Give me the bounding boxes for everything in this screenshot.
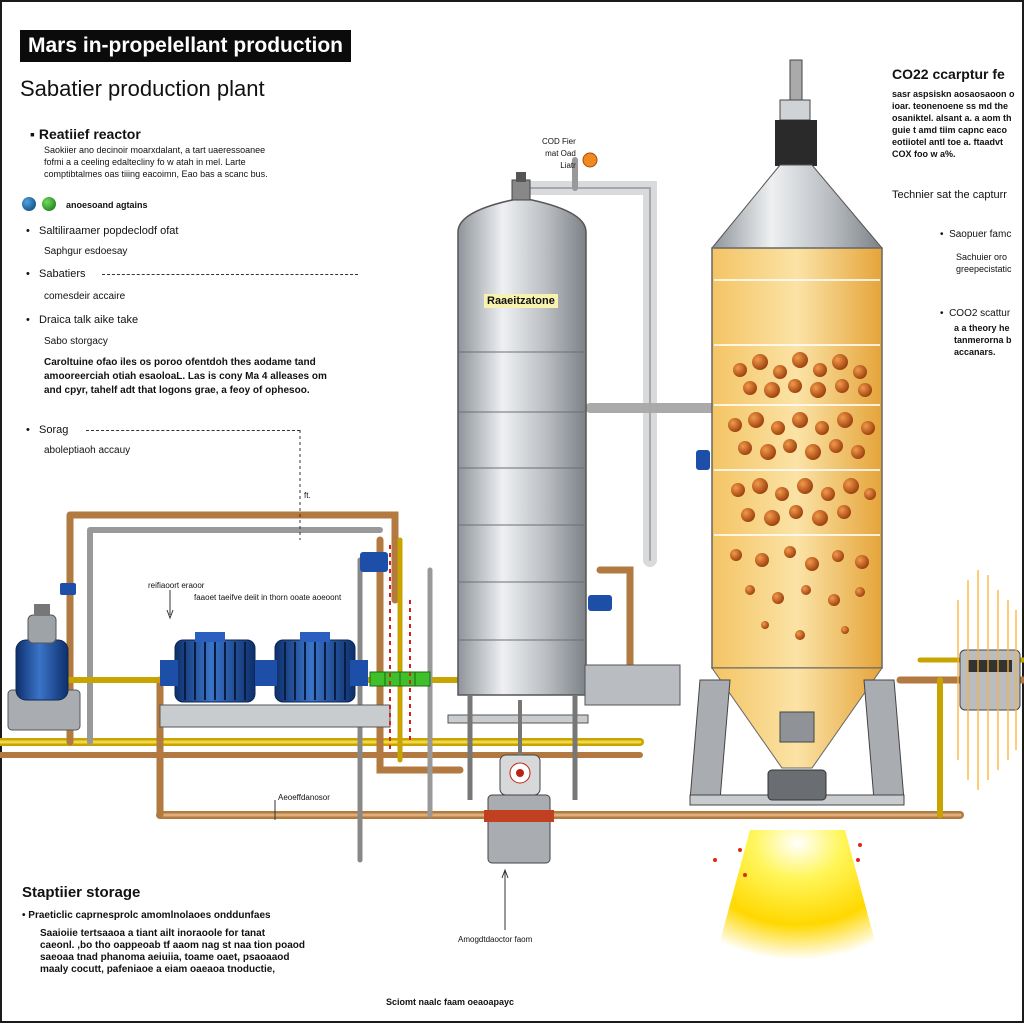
heat-glow-icon (957, 570, 1017, 790)
reactor-bullet-2: Saphgur esdoesay (44, 246, 128, 257)
green-valve-icon (369, 671, 431, 687)
page-title: Mars in-propelellant production (20, 30, 352, 62)
tank-label: Raaeitzatone (484, 294, 558, 308)
absorption-label: aboleptiaoh accauy (44, 445, 131, 456)
arrow-label: ft. (304, 491, 311, 500)
co2-heading: CO22 ccarptur fe (892, 66, 1005, 82)
reactor-note: Caroltuine ofao iles os poroo ofentdoh t… (44, 357, 327, 396)
reactor-bullet-5: • Draica talk aike take (26, 314, 139, 326)
aero-label: Aeoeffdanosor (278, 793, 330, 802)
pump-note: faaoet taeifve deiit in thorn ooate aoeo… (194, 593, 342, 602)
storage-paragraph: Saaioiie tertsaaoa a tiant ailt inoraool… (40, 928, 306, 975)
storage-bullet: • Sorag (26, 424, 69, 436)
reactor-bullet-3-leader (102, 274, 358, 275)
pump-label: reifiaoort eraoor (148, 581, 205, 590)
co2-filter-label: COD Fier mat Oad Liatr (542, 137, 576, 170)
water-tank-icon (7, 604, 81, 731)
reactor-tank-icon (447, 172, 681, 800)
co2-technier-text: Technier sat the capturr (892, 189, 1007, 201)
reactor-heading: ▪ Reatiief reactor (30, 126, 141, 142)
footer-caption: Sciomt naalc faam oeaoapayc (386, 997, 515, 1007)
co2-sub-1: Sachuier oro greepecistatic (956, 252, 1012, 274)
reactor-bullet-3: • Sabatiers (26, 268, 86, 280)
legend-label: anoesoand agtains (66, 200, 148, 210)
reactor-paragraph: Saokiier ano decinoir moarxdalant, a tar… (44, 145, 268, 179)
reactor-bullet-4: comesdeir accaire (44, 291, 126, 302)
co2-sub-2: a a theory he tanmerorna b accanars. (954, 323, 1012, 357)
storage-leader (86, 430, 300, 431)
co2-bullet-2: • COO2 scattur (940, 308, 1011, 319)
co2-bullet-1: • Saopuer famc (940, 229, 1012, 240)
reactor-bullet-1: • Saltiliraamer popdeclodf ofat (26, 225, 179, 237)
storage-bullet-main: • Praeticlic caprnesprolc amomlnolaoes o… (22, 910, 271, 921)
legend-green-dot-icon (42, 197, 56, 211)
storage-heading: Staptiier storage (22, 884, 141, 901)
page-subtitle: Sabatier production plant (20, 76, 265, 101)
blue-valve-icon (60, 450, 710, 611)
compressor-icon (484, 700, 554, 864)
legend-blue-dot-icon (22, 197, 36, 211)
bottom-component-label: Amogdtdaoctor faom (458, 935, 533, 944)
reactor-bullet-6: Sabo storgacy (44, 336, 108, 347)
leader-lines (166, 430, 509, 930)
co2-indicator-icon (582, 152, 598, 168)
sabatier-column-icon (689, 59, 1021, 806)
co2-paragraph: sasr aspsiskn aosaosaoon o ioar. teoneno… (892, 89, 1015, 159)
heat-exchanger-icon (159, 632, 391, 728)
flame-exhaust-icon (713, 830, 880, 960)
